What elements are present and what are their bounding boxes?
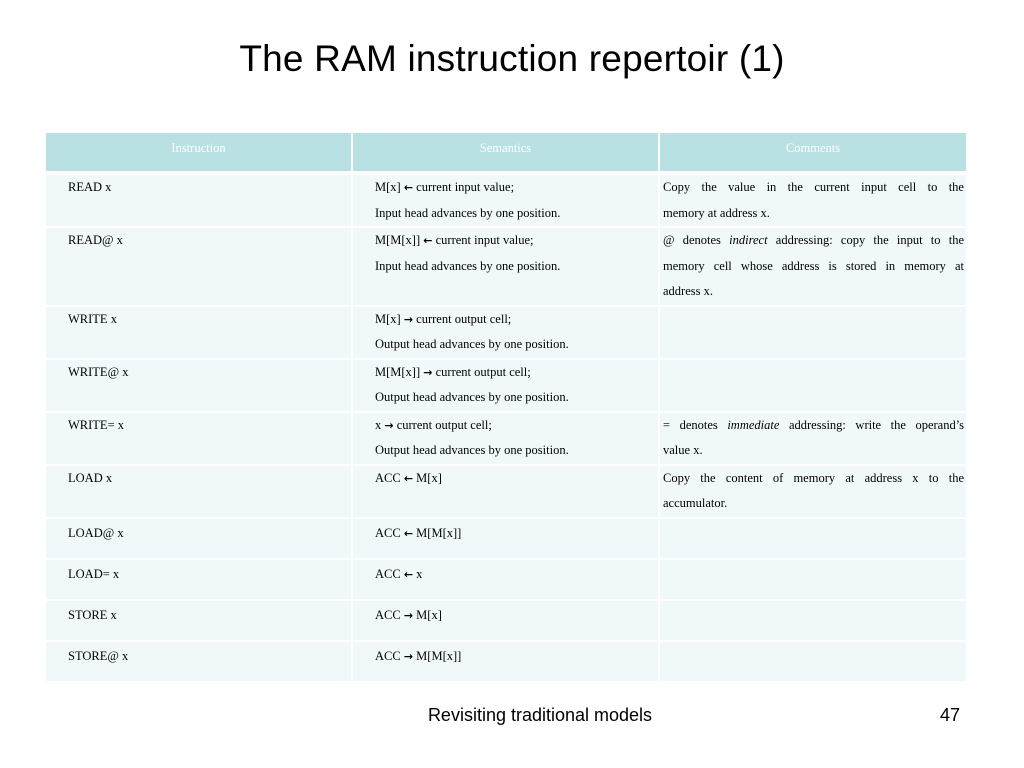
comment-cell <box>658 639 968 683</box>
instruction-cell: WRITE@ x <box>44 357 353 413</box>
arrow-left-icon: ← <box>403 526 414 540</box>
semantics-cell: ACC → M[x] <box>351 598 660 642</box>
comment-line: @ denotes indirect addressing: copy the … <box>663 228 964 254</box>
semantics-note: Input head advances by one position. <box>375 205 561 220</box>
semantics-target: M[M[x]] <box>416 525 462 540</box>
semantics-cell: ACC ← M[x] <box>351 463 660 519</box>
instruction-table: Instruction Semantics Comments READ x M[… <box>44 133 968 683</box>
table-row: LOAD@ x ACC ← M[M[x]] <box>44 516 968 560</box>
comment-line: address x. <box>663 284 713 298</box>
table-row: WRITE x M[x] → current output cell; Outp… <box>44 304 968 360</box>
header-instruction: Instruction <box>44 133 353 175</box>
comment-suffix: addressing: copy the input to the <box>775 233 965 247</box>
semantics-operand: M[M[x]] <box>375 364 421 379</box>
semantics-note: Output head advances by one position. <box>375 337 569 351</box>
semantics-cell: M[x] ← current input value; Input head a… <box>351 172 660 228</box>
semantics-operand: ACC <box>375 470 401 485</box>
instruction-cell: STORE@ x <box>44 639 353 683</box>
table-row: LOAD= x ACC ← x <box>44 557 968 601</box>
instruction-cell: LOAD@ x <box>44 516 353 560</box>
comment-cell <box>658 557 968 601</box>
comment-cell: @ denotes indirect addressing: copy the … <box>658 226 968 307</box>
table-row: WRITE@ x M[M[x]] → current output cell; … <box>44 357 968 413</box>
semantics-target: current input value; <box>416 180 515 194</box>
semantics-target: current input value; <box>435 233 534 247</box>
arrow-right-icon: → <box>403 608 414 622</box>
instruction-cell: WRITE= x <box>44 410 353 466</box>
instruction-cell: LOAD x <box>44 463 353 519</box>
semantics-operand: M[M[x]] <box>375 233 421 247</box>
semantics-cell: M[x] → current output cell; Output head … <box>351 304 660 360</box>
semantics-operand: M[x] <box>375 311 401 326</box>
semantics-cell: M[M[x]] ← current input value; Input hea… <box>351 226 660 307</box>
page-number: 47 <box>939 705 961 725</box>
comment-line: value x. <box>663 443 703 457</box>
comment-cell: = denotes immediate addressing: write th… <box>658 410 968 466</box>
comment-cell <box>658 357 968 413</box>
comment-line: Copy the value in the current input cell… <box>663 180 964 194</box>
comment-line: accumulator. <box>663 496 728 510</box>
comment-prefix: @ denotes <box>663 233 721 247</box>
semantics-operand: ACC <box>375 525 401 540</box>
semantics-operand: ACC <box>375 648 401 663</box>
comment-prefix: = denotes <box>663 417 718 432</box>
table-row: STORE@ x ACC → M[M[x]] <box>44 639 968 683</box>
arrow-right-icon: → <box>403 312 414 326</box>
comment-cell <box>658 516 968 560</box>
comment-suffix: addressing: write the operand’s <box>788 417 965 432</box>
table-row: STORE x ACC → M[x] <box>44 598 968 642</box>
comment-line: memory cell whose address is stored in m… <box>663 258 964 273</box>
arrow-left-icon: ← <box>423 234 433 247</box>
comment-cell: Copy the content of memory at address x … <box>658 463 968 519</box>
instruction-cell: STORE x <box>44 598 353 642</box>
comment-line: Copy the content of memory at address x … <box>663 470 964 485</box>
table-row: READ@ x M[M[x]] ← current input value; I… <box>44 226 968 307</box>
semantics-target: M[M[x]] <box>416 648 462 663</box>
table-row: LOAD x ACC ← M[x] Copy the content of me… <box>44 463 968 519</box>
comment-cell: Copy the value in the current input cell… <box>658 172 968 228</box>
semantics-target: current output cell; <box>416 311 512 326</box>
instruction-cell: WRITE x <box>44 304 353 360</box>
header-semantics: Semantics <box>351 133 660 175</box>
semantics-target: M[x] <box>416 470 442 485</box>
semantics-note: Output head advances by one position. <box>375 390 569 404</box>
header-comments: Comments <box>658 133 968 175</box>
table-row: WRITE= x x → current output cell; Output… <box>44 410 968 466</box>
table-row: READ x M[x] ← current input value; Input… <box>44 172 968 228</box>
arrow-left-icon: ← <box>403 181 414 194</box>
semantics-operand: ACC <box>375 566 401 581</box>
slide-title: The RAM instruction repertoir (1) <box>239 38 785 79</box>
semantics-operand: x <box>375 417 382 432</box>
comment-cell <box>658 598 968 642</box>
semantics-cell: ACC ← M[M[x]] <box>351 516 660 560</box>
comment-line: = denotes immediate addressing: write th… <box>663 413 964 439</box>
table-header-row: Instruction Semantics Comments <box>44 133 968 175</box>
comment-cell <box>658 304 968 360</box>
instruction-cell: READ x <box>44 172 353 228</box>
semantics-target: x <box>416 566 423 581</box>
semantics-cell: x → current output cell; Output head adv… <box>351 410 660 466</box>
semantics-operand: ACC <box>375 607 401 622</box>
arrow-left-icon: ← <box>403 471 414 485</box>
semantics-operand: M[x] <box>375 180 401 194</box>
arrow-right-icon: → <box>423 365 433 379</box>
semantics-target: current output cell; <box>396 417 492 432</box>
semantics-cell: ACC ← x <box>351 557 660 601</box>
instruction-cell: READ@ x <box>44 226 353 307</box>
arrow-right-icon: → <box>384 418 394 432</box>
comment-line: memory at address x. <box>663 205 770 220</box>
comment-emphasis: indirect <box>729 233 768 247</box>
instruction-cell: LOAD= x <box>44 557 353 601</box>
arrow-right-icon: → <box>403 649 414 663</box>
semantics-target: current output cell; <box>435 364 531 379</box>
footer-title: Revisiting traditional models <box>427 705 653 725</box>
arrow-left-icon: ← <box>403 567 414 581</box>
comment-emphasis: immediate <box>727 417 780 432</box>
semantics-cell: M[M[x]] → current output cell; Output he… <box>351 357 660 413</box>
semantics-note: Input head advances by one position. <box>375 258 561 273</box>
semantics-note: Output head advances by one position. <box>375 443 569 457</box>
semantics-target: M[x] <box>416 607 442 622</box>
semantics-cell: ACC → M[M[x]] <box>351 639 660 683</box>
